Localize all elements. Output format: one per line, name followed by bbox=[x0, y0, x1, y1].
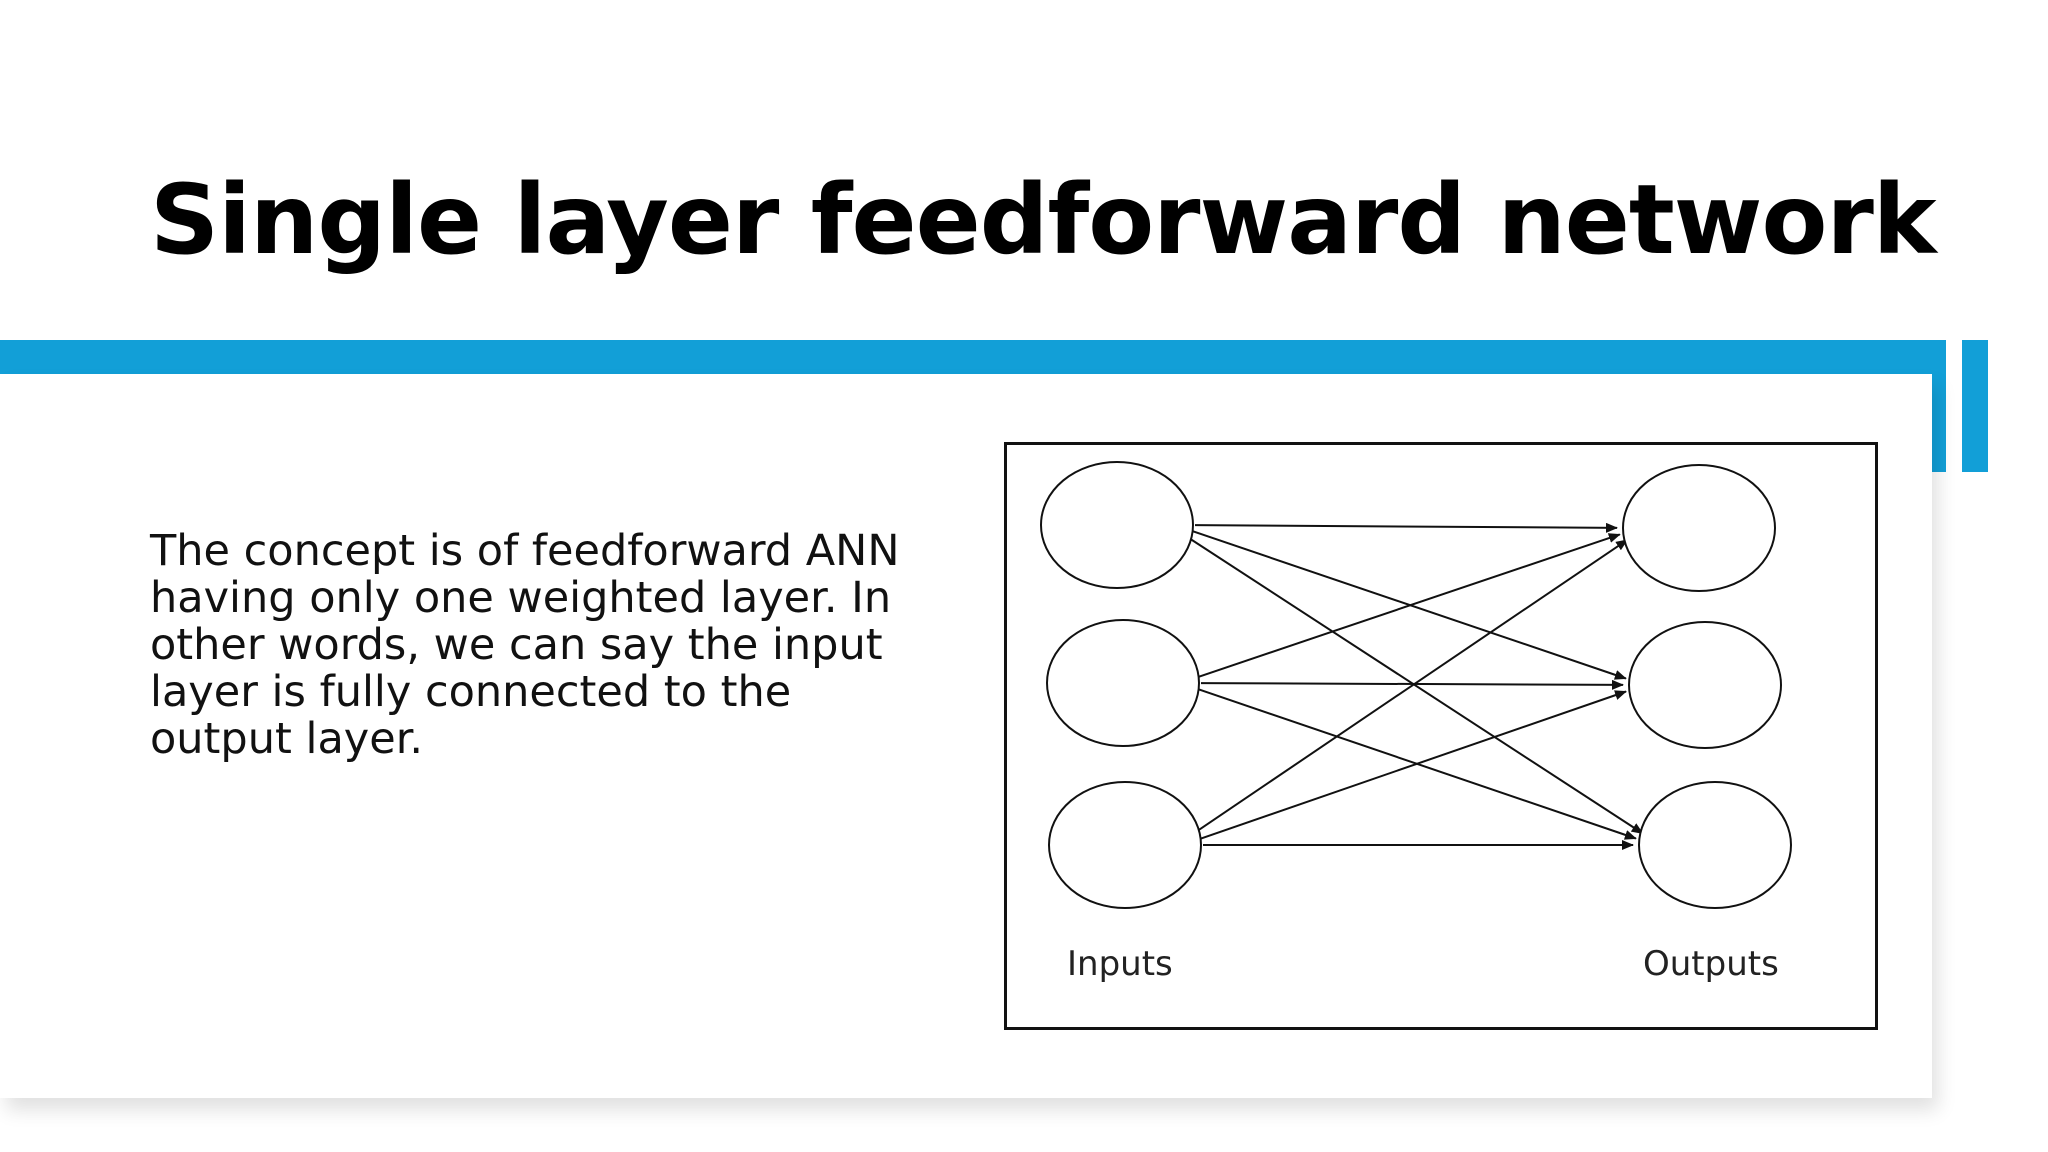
output-node-3 bbox=[1638, 781, 1792, 909]
inputs-label: Inputs bbox=[1067, 944, 1173, 984]
slide-body-text: The concept is of feedforward ANN having… bbox=[150, 526, 900, 764]
accent-bar bbox=[0, 340, 1946, 374]
input-node-1 bbox=[1040, 461, 1194, 589]
accent-vertical-bar bbox=[1962, 340, 1988, 472]
network-diagram: Inputs Outputs bbox=[1004, 442, 1878, 1030]
input-node-2 bbox=[1046, 619, 1200, 747]
connection-arrow-2-1 bbox=[1197, 533, 1621, 678]
network-diagram-svg: Inputs Outputs bbox=[1040, 461, 1792, 984]
slide-title: Single layer feedforward network bbox=[150, 164, 1937, 276]
connection-arrow-3-1 bbox=[1192, 539, 1629, 835]
accent-vertical-bar bbox=[1932, 340, 1946, 472]
connection-arrow-2-2 bbox=[1200, 679, 1624, 690]
connection-arrow-1-1 bbox=[1194, 522, 1618, 533]
output-node-2 bbox=[1628, 621, 1782, 749]
connection-arrow-3-2 bbox=[1199, 690, 1627, 840]
output-node-1 bbox=[1622, 464, 1776, 592]
outputs-label: Outputs bbox=[1643, 944, 1779, 984]
input-node-3 bbox=[1048, 781, 1202, 909]
